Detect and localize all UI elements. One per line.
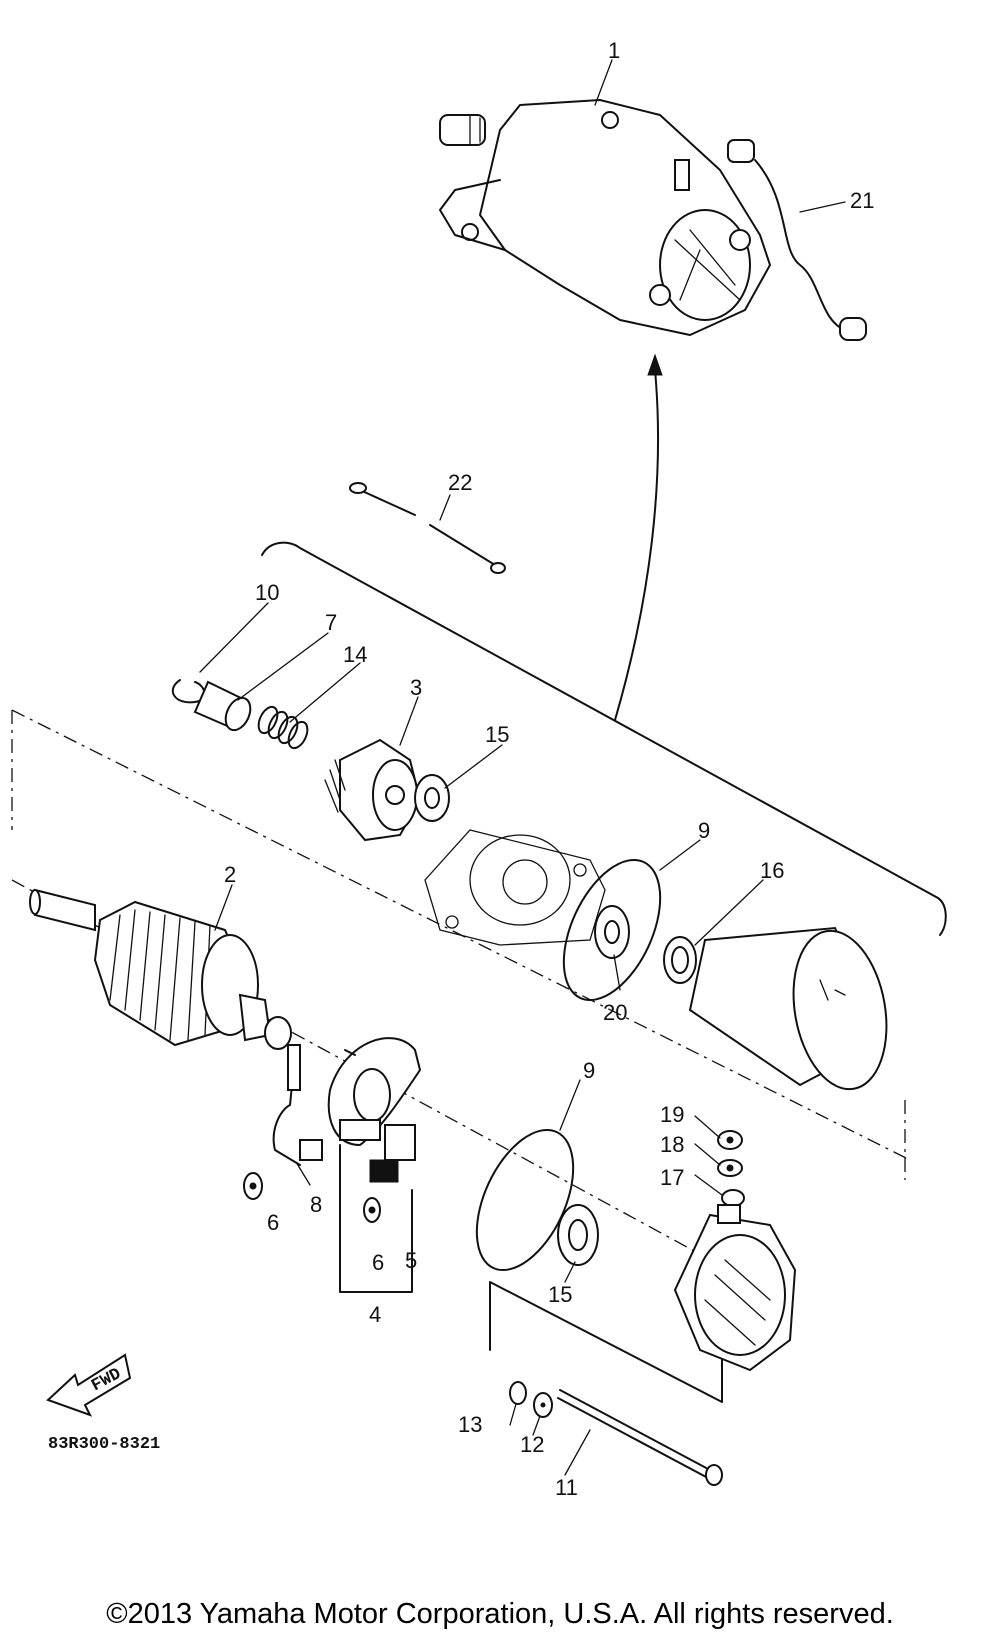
rear-cover: [673, 1204, 797, 1372]
washer-part-12: [533, 1392, 553, 1418]
lower-group-bracket: [489, 1281, 723, 1403]
washer-part-15-lower: [557, 1204, 599, 1266]
lead-wire-part-21: [727, 139, 867, 341]
callout-7: 7: [325, 610, 337, 635]
assembly-arrow: [614, 369, 660, 721]
callout-8: 8: [310, 1192, 322, 1217]
callout-10: 10: [255, 580, 279, 605]
callout-14: 14: [343, 642, 367, 667]
callout-20: 20: [603, 1000, 627, 1025]
callout-9-lower: 9: [583, 1058, 595, 1083]
callout-17: 17: [660, 1165, 684, 1190]
nut-part-19: [717, 1130, 743, 1150]
brush-holder-part-5: [339, 1119, 416, 1183]
yoke: [688, 926, 888, 1091]
callout-13: 13: [458, 1412, 482, 1437]
front-cover: [424, 829, 606, 946]
copyright-notice: ©2013 Yamaha Motor Corporation, U.S.A. A…: [106, 1598, 894, 1630]
oil-seal-part-20: [594, 905, 630, 959]
callout-5: 5: [405, 1248, 417, 1273]
washer-part-13: [509, 1381, 527, 1405]
callout-6-left: 6: [267, 1210, 279, 1235]
washer-part-6-right: [363, 1197, 381, 1223]
callout-22: 22: [448, 470, 472, 495]
callout-18: 18: [660, 1132, 684, 1157]
leader-lines: [199, 59, 846, 1476]
washer-part-15-upper: [414, 774, 450, 822]
callout-21: 21: [850, 188, 874, 213]
starter-clutch-part-3: [324, 738, 422, 842]
callout-12: 12: [520, 1432, 544, 1457]
washer-part-18: [717, 1159, 743, 1177]
callout-15-lower: 15: [548, 1282, 572, 1307]
callout-16: 16: [760, 858, 784, 883]
callout-19: 19: [660, 1102, 684, 1127]
callout-1: 1: [608, 38, 620, 63]
group-bracket: [261, 541, 947, 936]
bolt-part-22: [349, 482, 506, 574]
fwd-arrow-icon: FWD: [46, 1353, 132, 1417]
washer-part-16: [663, 936, 697, 984]
brush-holder-plate: [327, 1037, 422, 1147]
callout-11: 11: [555, 1475, 578, 1500]
assembly-arrowhead: [647, 353, 663, 376]
spring-part-14: [257, 705, 309, 750]
armature-part-2: [29, 888, 292, 1050]
circlip-part-10: [171, 679, 206, 704]
callout-3: 3: [410, 675, 422, 700]
group-4-bracket: [339, 1144, 413, 1293]
collar-part-7: [193, 680, 252, 732]
callout-15-upper: 15: [485, 722, 509, 747]
starter-motor-assembly: [439, 99, 771, 336]
through-bolt-part-11: [557, 1389, 723, 1486]
washer-part-6-left: [243, 1172, 263, 1200]
washer-part-17: [721, 1189, 745, 1207]
o-ring-part-9-upper: [562, 858, 662, 1002]
callout-2: 2: [224, 862, 236, 887]
brush-lead-part-8: [272, 1044, 323, 1166]
callout-4: 4: [369, 1302, 381, 1327]
callout-6-right: 6: [372, 1250, 384, 1275]
callout-9-upper: 9: [698, 818, 710, 843]
callout-labels: 1 2 3 4 5 6 6 7 8 9 9 10 11 12 13 14 15 …: [224, 38, 874, 1500]
drawing-code: 83R300-8321: [48, 1435, 160, 1454]
center-line-lower: [11, 879, 721, 1266]
